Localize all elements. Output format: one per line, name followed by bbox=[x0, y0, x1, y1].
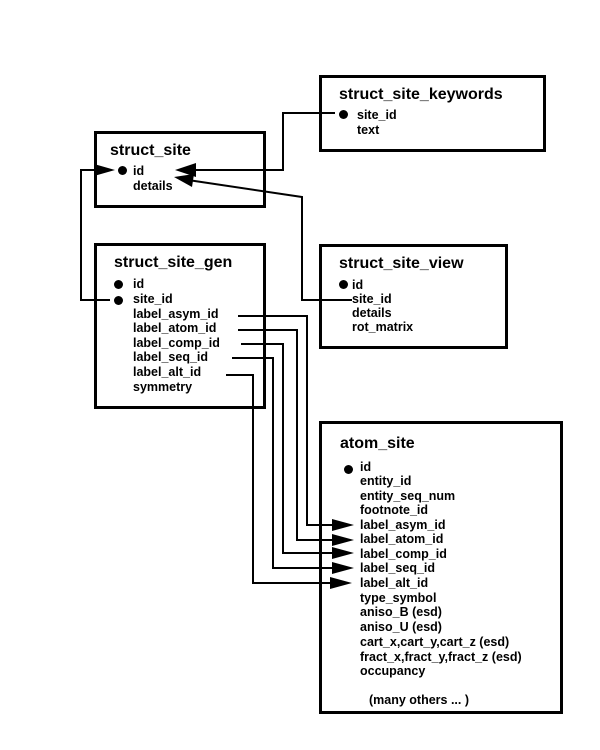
field: label_comp_id bbox=[133, 336, 220, 350]
field: label_atom_id bbox=[360, 532, 444, 546]
relationship-line bbox=[187, 179, 352, 301]
field: type_symbol bbox=[360, 591, 437, 605]
table-title: struct_site bbox=[110, 142, 191, 159]
table-title: struct_site_gen bbox=[114, 254, 233, 271]
relationship-line bbox=[80, 169, 110, 301]
field: footnote_id bbox=[360, 503, 429, 517]
field: label_seq_id bbox=[133, 350, 209, 364]
field: label_atom_id bbox=[133, 321, 217, 335]
relationship-line bbox=[232, 357, 336, 569]
table-atom-site bbox=[319, 421, 563, 714]
field: id bbox=[133, 164, 145, 178]
field: label_seq_id bbox=[360, 561, 436, 575]
field: rot_matrix bbox=[352, 320, 414, 334]
relationship-line bbox=[241, 343, 336, 554]
table-struct-site-gen bbox=[94, 243, 266, 409]
table-title: struct_site_view bbox=[339, 255, 464, 272]
field: label_asym_id bbox=[360, 518, 446, 532]
arrowhead-icon bbox=[94, 164, 115, 176]
field: occupancy bbox=[360, 664, 426, 678]
table-struct-site-view bbox=[319, 244, 508, 349]
arrowhead-icon bbox=[332, 562, 354, 574]
arrowhead-icon bbox=[332, 519, 354, 531]
relationship-line bbox=[190, 112, 335, 171]
arrowhead-icon bbox=[332, 547, 354, 559]
arrowhead-icon bbox=[330, 577, 352, 589]
field: entity_seq_num bbox=[360, 489, 456, 503]
relationship-line bbox=[238, 329, 336, 541]
table-note: (many others ... ) bbox=[369, 693, 470, 707]
field: entity_id bbox=[360, 474, 412, 488]
field: site_id bbox=[133, 292, 173, 306]
arrowhead-icon bbox=[332, 534, 354, 546]
field: text bbox=[357, 123, 380, 137]
field: site_id bbox=[357, 108, 397, 122]
primary-key-icon bbox=[339, 110, 348, 119]
primary-key-icon bbox=[114, 296, 123, 305]
arrowhead-icon bbox=[175, 163, 196, 177]
field: label_alt_id bbox=[133, 365, 202, 379]
primary-key-icon bbox=[339, 280, 348, 289]
relationship-line bbox=[226, 374, 336, 584]
field: fract_x,fract_y,fract_z (esd) bbox=[360, 650, 522, 664]
relationship-line bbox=[238, 315, 336, 526]
primary-key-icon bbox=[114, 280, 123, 289]
field: details bbox=[133, 179, 173, 193]
field: id bbox=[360, 460, 372, 474]
field: cart_x,cart_y,cart_z (esd) bbox=[360, 635, 510, 649]
arrowhead-icon bbox=[174, 174, 194, 187]
field: symmetry bbox=[133, 380, 193, 394]
field: label_asym_id bbox=[133, 307, 219, 321]
primary-key-icon bbox=[118, 166, 127, 175]
field: aniso_U (esd) bbox=[360, 620, 442, 634]
table-title: struct_site_keywords bbox=[339, 86, 503, 103]
field: label_alt_id bbox=[360, 576, 429, 590]
field: details bbox=[352, 306, 392, 320]
field: id bbox=[133, 277, 145, 291]
table-title: atom_site bbox=[340, 435, 415, 452]
field: label_comp_id bbox=[360, 547, 447, 561]
field: aniso_B (esd) bbox=[360, 605, 442, 619]
field: site_id bbox=[352, 292, 392, 306]
primary-key-icon bbox=[344, 465, 353, 474]
field: id bbox=[352, 278, 364, 292]
